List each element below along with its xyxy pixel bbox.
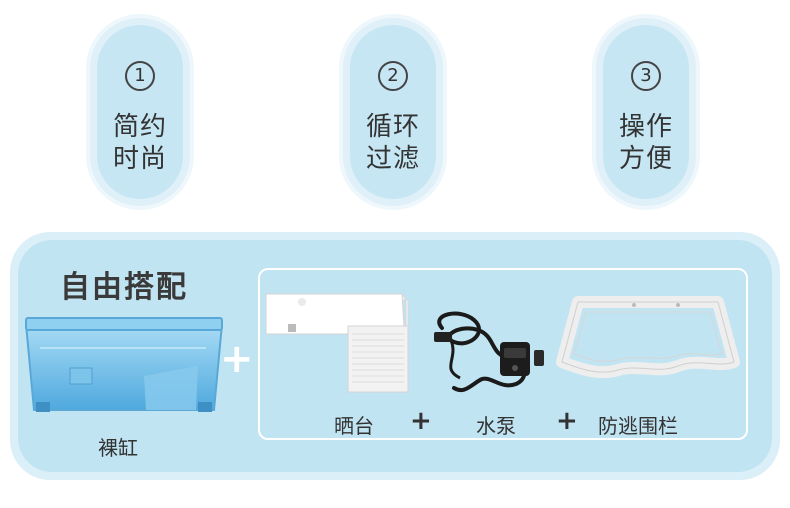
feature-text: 操作 方便 <box>603 111 689 175</box>
feature-number: 2 <box>378 61 408 91</box>
feature-line1: 操作 <box>618 112 673 142</box>
feature-text: 简约 时尚 <box>97 111 183 175</box>
plus-sign-1: + <box>410 406 432 436</box>
tank-icon <box>24 317 224 412</box>
feature-pill-1: 1 简约 时尚 <box>90 18 190 206</box>
accessories-frame <box>258 268 748 440</box>
pump-label: 水泵 <box>476 414 516 438</box>
feature-line2: 时尚 <box>112 144 167 174</box>
feature-line1: 循环 <box>365 112 420 142</box>
feature-line2: 方便 <box>618 144 673 174</box>
feature-line1: 简约 <box>112 112 167 142</box>
basking-platform-icon <box>265 293 409 393</box>
feature-pill-2: 2 循环 过滤 <box>343 18 443 206</box>
water-pump-icon <box>434 311 544 393</box>
feature-number: 3 <box>631 61 661 91</box>
feature-text: 循环 过滤 <box>350 111 436 175</box>
bundle-title: 自由搭配 <box>60 270 188 305</box>
platform-label: 晒台 <box>334 414 374 438</box>
feature-pill-inner: 3 操作 方便 <box>603 25 689 199</box>
feature-pill-3: 3 操作 方便 <box>596 18 696 206</box>
plus-sign-2: + <box>556 406 578 436</box>
fence-label: 防逃围栏 <box>598 414 678 438</box>
feature-number: 1 <box>125 61 155 91</box>
big-plus-sign: + <box>220 336 254 382</box>
feature-pill-inner: 2 循环 过滤 <box>350 25 436 199</box>
tank-label: 裸缸 <box>98 436 138 460</box>
feature-line2: 过滤 <box>365 144 420 174</box>
escape-fence-icon <box>556 296 740 379</box>
feature-pill-inner: 1 简约 时尚 <box>97 25 183 199</box>
